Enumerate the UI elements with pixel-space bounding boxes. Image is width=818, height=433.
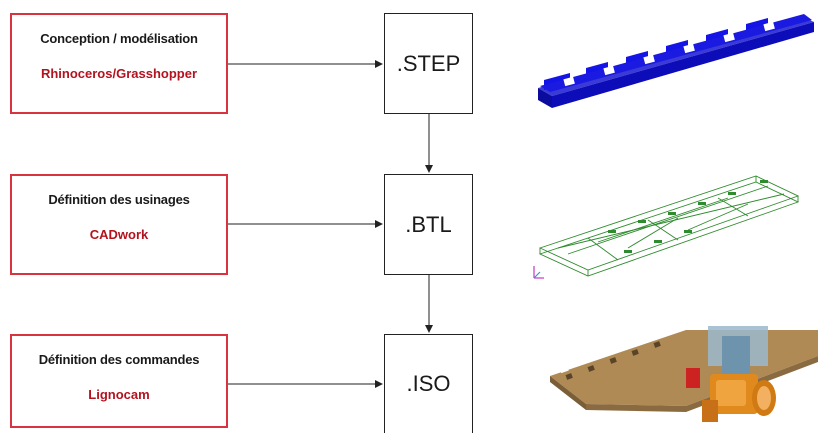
stage-title: Définition des commandes — [38, 352, 200, 367]
stage-box-conception: Conception / modélisation Rhinoceros/Gra… — [10, 13, 228, 114]
stage-title: Conception / modélisation — [40, 31, 198, 46]
stage-title: Définition des usinages — [48, 192, 190, 207]
btl-wireframe-icon — [533, 175, 800, 279]
step-3d-model-icon — [538, 14, 814, 108]
format-box-iso: .ISO — [384, 334, 473, 433]
format-box-step: .STEP — [384, 13, 473, 114]
iso-cnc-simulation-icon — [550, 326, 818, 422]
stage-tool: Rhinoceros/Grasshopper — [40, 66, 198, 81]
stage-tool: Lignocam — [88, 387, 150, 402]
stage-box-usinages: Définition des usinages CADwork — [10, 174, 228, 275]
stage-tool: CADwork — [89, 227, 149, 242]
format-box-btl: .BTL — [384, 174, 473, 275]
stage-box-commandes: Définition des commandes Lignocam — [10, 334, 228, 428]
